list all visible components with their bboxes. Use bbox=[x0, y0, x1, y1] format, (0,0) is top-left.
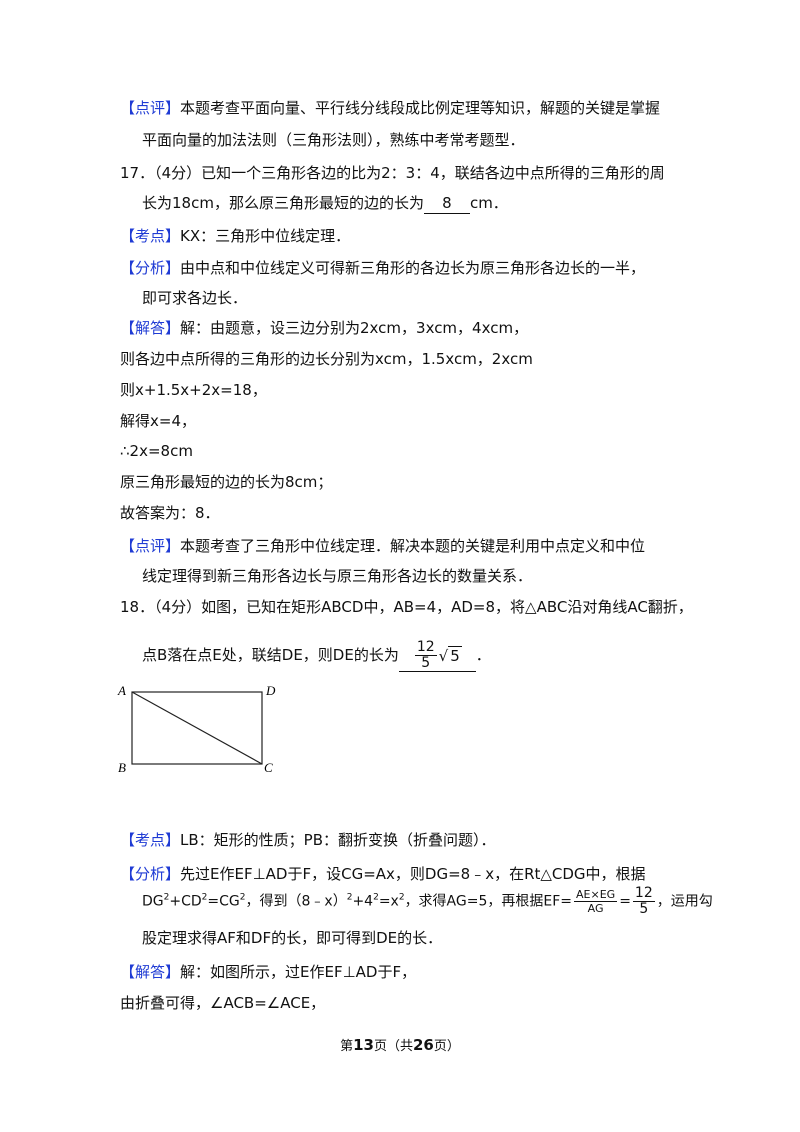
superscript: 2 bbox=[398, 892, 405, 903]
formula-part: +4 bbox=[352, 893, 374, 910]
p17-question-line1: 17．（4分）已知一个三角形各边的比为2：3：4，联结各边中点所得的三角形的周 bbox=[120, 164, 665, 182]
formula-part: ，求得AG=5，再根据EF= bbox=[404, 893, 573, 910]
jieda-tag: 【解答】 bbox=[120, 319, 181, 337]
radicand: 5 bbox=[448, 645, 462, 665]
p17-jieda-line1: 【解答】解：由题意，设三边分别为2xcm，3xcm，4xcm， bbox=[120, 318, 528, 338]
superscript: 2 bbox=[373, 892, 379, 903]
p17-solution-line4: 解得x=4， bbox=[120, 412, 196, 430]
question-text: 点B落在点E处，联结DE，则DE的长为 bbox=[142, 646, 399, 664]
fraction-denominator: 5 bbox=[421, 655, 431, 671]
label-d: D bbox=[265, 683, 276, 698]
answer-blank: 8 bbox=[423, 193, 470, 214]
page-footer: 第13页（共26页） bbox=[0, 1035, 800, 1054]
kaodian-text: KX：三角形中位线定理． bbox=[180, 227, 351, 245]
p18-fenxi-line2: DG2+CD2=CG2，得到（8﹣x）2+42=x2，求得AG=5，再根据EF=… bbox=[142, 886, 713, 917]
rectangle-figure: A D B C bbox=[117, 683, 276, 775]
review-tag: 【点评】 bbox=[120, 99, 181, 117]
fraction-numerator: 12 bbox=[632, 885, 655, 902]
review-text: 本题考查平面向量、平行线分线段成比例定理等知识，解题的关键是掌握 bbox=[180, 99, 661, 117]
review-text: 本题考查了三角形中位线定理．解决本题的关键是利用中点定义和中位 bbox=[180, 537, 646, 555]
total-pages: 26 bbox=[413, 1036, 434, 1054]
superscript: 2 bbox=[346, 892, 353, 903]
jieda-text: 解：由题意，设三边分别为2xcm，3xcm，4xcm， bbox=[180, 319, 529, 337]
p17-solution-line5: ∴2x=8cm bbox=[120, 442, 193, 460]
p17-solution-line7: 故答案为：8． bbox=[120, 504, 220, 522]
diagonal-ac bbox=[131, 691, 263, 765]
rectangle-abcd bbox=[131, 691, 263, 765]
equals-sign: = bbox=[619, 893, 631, 910]
question-text: 长为18cm，那么原三角形最短的边的长为 bbox=[142, 194, 424, 212]
label-a: A bbox=[117, 683, 126, 698]
p17-fenxi-line2: 即可求各边长． bbox=[142, 289, 248, 307]
formula-part: +CD bbox=[169, 893, 202, 910]
fenxi-tag: 【分析】 bbox=[120, 865, 181, 883]
superscript: 2 bbox=[163, 892, 170, 903]
p18-solution-line2: 由折叠可得，∠ACB=∠ACE， bbox=[120, 994, 326, 1012]
p17-solution-line3: 则x+1.5x+2x=18， bbox=[120, 381, 267, 399]
fenxi-text: 先过E作EF⊥AD于F，设CG=Ax，则DG=8﹣x，在Rt△CDG中，根据 bbox=[180, 865, 646, 883]
jieda-text: 解：如图所示，过E作EF⊥AD于F， bbox=[180, 963, 417, 981]
sqrt-expression: √5 bbox=[438, 645, 462, 665]
fenxi-tag: 【分析】 bbox=[120, 259, 181, 277]
p18-question-line1: 18．（4分）如图，已知在矩形ABCD中，AB=4，AD=8，将△ABC沿对角线… bbox=[120, 598, 693, 616]
p18-kaodian: 【考点】LB：矩形的性质；PB：翻折变换（折叠问题）． bbox=[120, 830, 496, 850]
formula-part: ，得到（8﹣x） bbox=[245, 893, 347, 910]
p17-solution-line6: 原三角形最短的边的长为8cm； bbox=[120, 473, 333, 491]
formula-part: =x bbox=[378, 893, 399, 910]
label-b: B bbox=[118, 760, 126, 775]
formula-part: DG bbox=[142, 893, 164, 910]
kaodian-tag: 【考点】 bbox=[120, 831, 181, 849]
fraction-numerator: 12 bbox=[414, 639, 437, 656]
p18-jieda-line1: 【解答】解：如图所示，过E作EF⊥AD于F， bbox=[120, 962, 416, 982]
kaodian-tag: 【考点】 bbox=[120, 227, 181, 245]
page-number: 13 bbox=[353, 1036, 374, 1054]
kaodian-text: LB：矩形的性质；PB：翻折变换（折叠问题）． bbox=[180, 831, 496, 849]
label-c: C bbox=[264, 760, 273, 775]
footer-text: 第 bbox=[340, 1039, 354, 1054]
question-text-end: cm． bbox=[469, 194, 508, 212]
p17-kaodian: 【考点】KX：三角形中位线定理． bbox=[120, 226, 350, 246]
p17-review-line2: 线定理得到新三角形各边长与原三角形各边长的数量关系． bbox=[142, 567, 533, 585]
p17-review-line1: 【点评】本题考查了三角形中位线定理．解决本题的关键是利用中点定义和中位 bbox=[120, 536, 645, 556]
fraction-denominator: AG bbox=[587, 902, 604, 915]
review-tag: 【点评】 bbox=[120, 537, 181, 555]
p16-review-line2: 平面向量的加法法则（三角形法则），熟练中考常考题型． bbox=[142, 131, 525, 149]
p18-fenxi-line3: 股定理求得AF和DF的长，即可得到DE的长． bbox=[142, 929, 443, 947]
p16-review-line1: 【点评】本题考查平面向量、平行线分线段成比例定理等知识，解题的关键是掌握 bbox=[120, 98, 660, 118]
formula-part: =CG bbox=[207, 893, 240, 910]
p18-fenxi-line1: 【分析】先过E作EF⊥AD于F，设CG=Ax，则DG=8﹣x，在Rt△CDG中，… bbox=[120, 864, 646, 884]
jieda-tag: 【解答】 bbox=[120, 963, 181, 981]
footer-text: 页） bbox=[433, 1039, 460, 1054]
p17-solution-line2: 则各边中点所得的三角形的边长分别为xcm，1.5xcm，2xcm bbox=[120, 350, 533, 368]
superscript: 2 bbox=[201, 892, 208, 903]
fraction-denominator: 5 bbox=[639, 901, 649, 917]
fraction-numerator: AE×EG bbox=[574, 888, 618, 902]
formula-part: ，运用勾 bbox=[656, 893, 713, 910]
superscript: 2 bbox=[239, 892, 246, 903]
p17-fenxi-line1: 【分析】由中点和中位线定义可得新三角形的各边长为原三角形各边长的一半， bbox=[120, 258, 645, 278]
footer-text: 页（共 bbox=[373, 1039, 413, 1054]
fenxi-text: 由中点和中位线定义可得新三角形的各边长为原三角形各边长的一半， bbox=[180, 259, 646, 277]
